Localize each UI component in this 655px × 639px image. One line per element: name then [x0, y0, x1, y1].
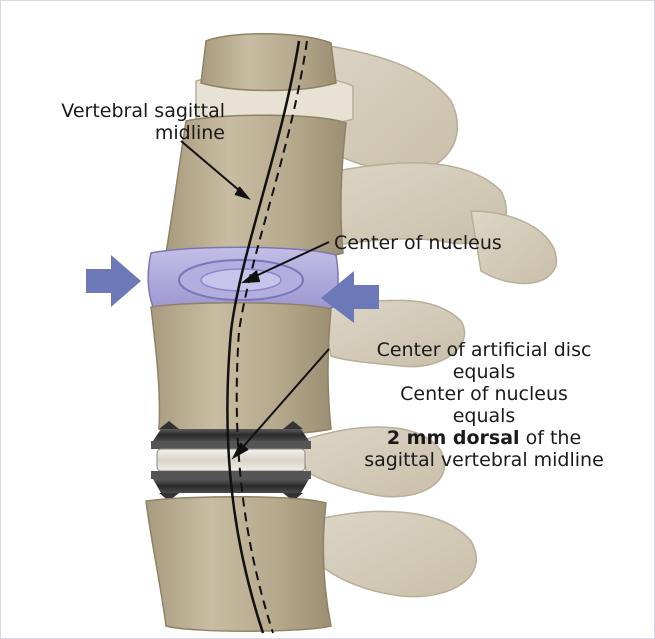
label-center-of-nucleus: Center of nucleus	[334, 232, 502, 254]
label-artificial-disc-note: Center of artificial disc equals Center …	[319, 339, 649, 471]
top-vertebra	[201, 34, 336, 91]
vertebra-3	[146, 497, 331, 632]
label-vertebral-sagittal-midline: Vertebral sagittal midline	[5, 100, 225, 144]
left-compression-arrow	[86, 255, 141, 307]
bold-dorsal-distance: 2 mm dorsal	[387, 427, 520, 449]
